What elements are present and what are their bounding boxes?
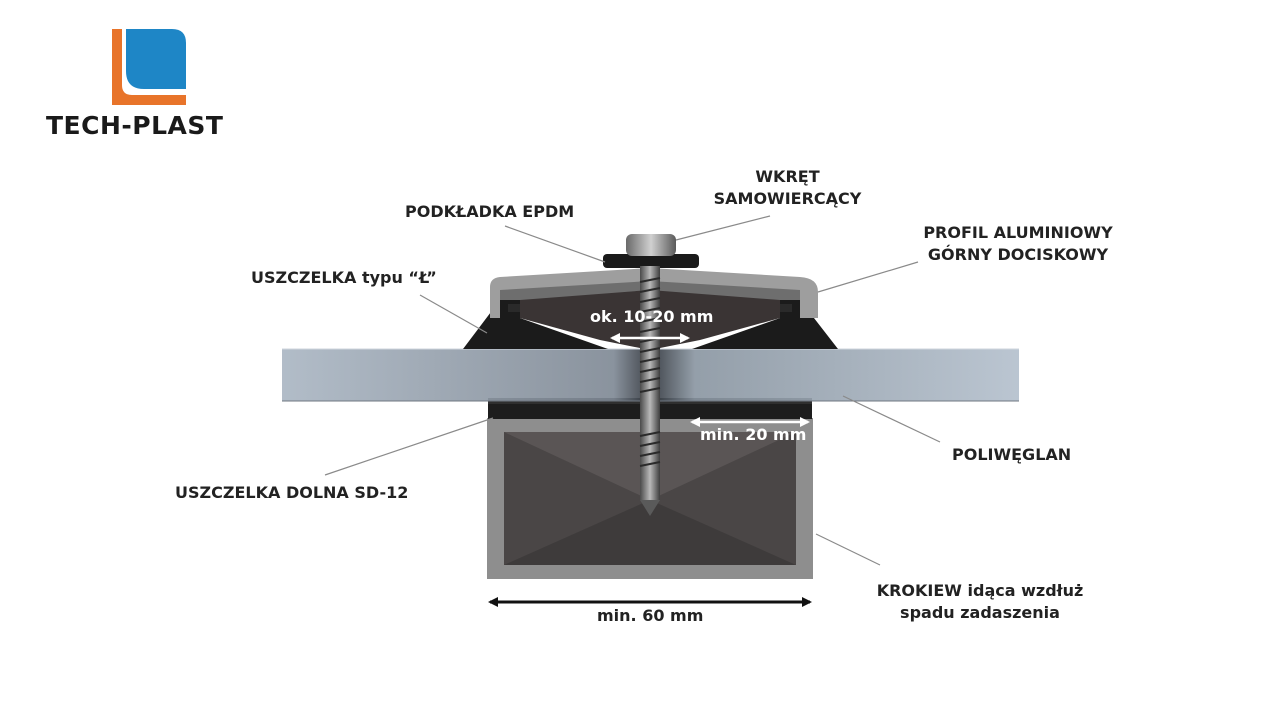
label-rafter-line2: spadu zadaszenia — [900, 603, 1060, 622]
label-screw-line2: SAMOWIERCĄCY — [713, 189, 862, 208]
label-min-overlap: min. 20 mm — [700, 425, 807, 444]
self-drilling-screw — [626, 234, 676, 516]
label-rafter-line1: KROKIEW idąca wzdłuż — [876, 581, 1084, 600]
leader-lines — [324, 215, 941, 566]
brand-name: TECH-PLAST — [46, 111, 224, 140]
label-top-profile-line2: GÓRNY DOCISKOWY — [927, 245, 1109, 264]
label-rafter-width: min. 60 mm — [597, 606, 704, 625]
leader-epdm-washer — [504, 225, 606, 263]
label-l-gasket: USZCZELKA typu “Ł” — [251, 268, 437, 287]
label-gap: ok. 10-20 mm — [590, 307, 714, 326]
label-epdm-washer: PODKŁADKA EPDM — [405, 202, 575, 221]
leader-screw — [675, 215, 771, 241]
label-screw-line1: WKRĘT — [755, 167, 820, 186]
label-rafter: KROKIEW idąca wzdłuż spadu zadaszenia — [870, 580, 1090, 624]
logo-mark-icon — [112, 29, 186, 105]
leader-l-gasket — [419, 294, 488, 334]
epdm-washer — [603, 254, 699, 268]
leader-top-profile — [817, 261, 919, 293]
label-top-profile: PROFIL ALUMINIOWY GÓRNY DOCISKOWY — [918, 222, 1118, 266]
label-top-profile-line1: PROFIL ALUMINIOWY — [923, 223, 1113, 242]
label-bottom-gasket: USZCZELKA DOLNA SD-12 — [175, 483, 409, 502]
label-polycarbonate: POLIWĘGLAN — [952, 445, 1072, 464]
leader-bottom-gasket — [324, 417, 494, 476]
leader-rafter — [815, 533, 881, 566]
leader-polycarbonate — [842, 395, 941, 443]
label-screw: WKRĘT SAMOWIERCĄCY — [705, 166, 870, 210]
brand-logo: TECH-PLAST — [40, 25, 270, 145]
